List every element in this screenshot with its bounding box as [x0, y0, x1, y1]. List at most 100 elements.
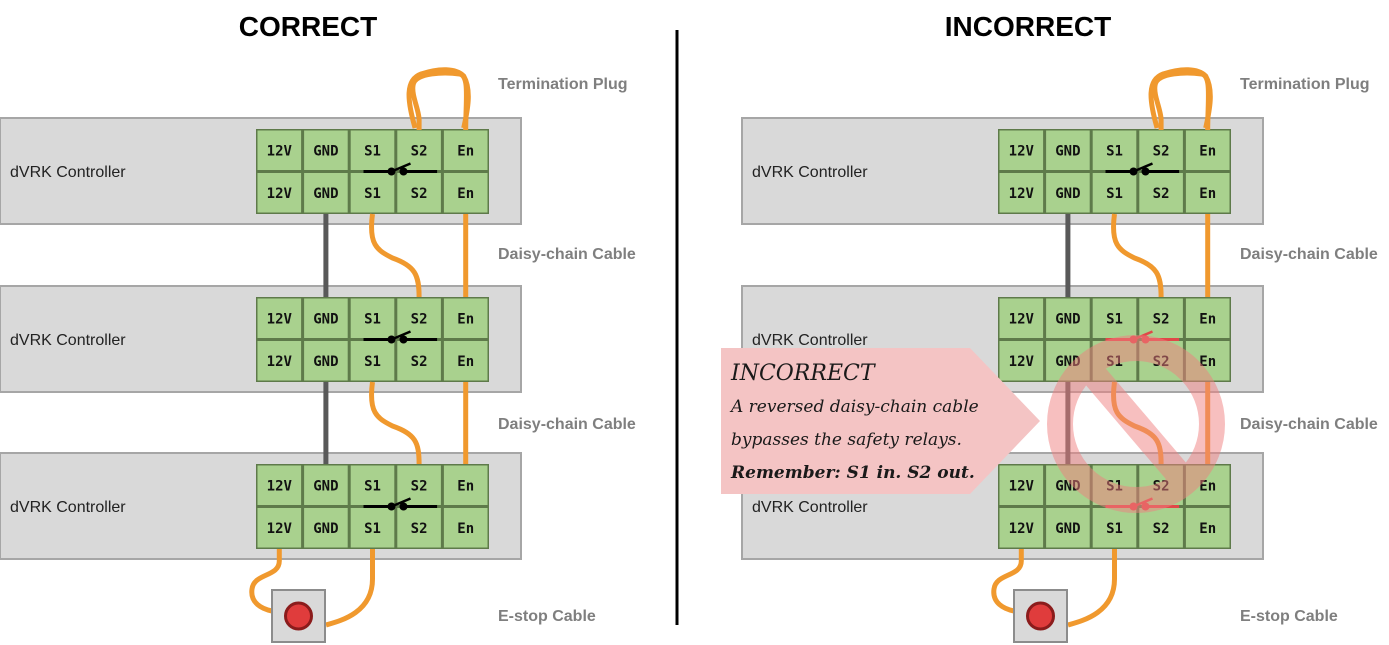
daisy-chain-cable: [323, 213, 469, 298]
pin-label: 12V: [267, 354, 293, 370]
pin-label: GND: [313, 521, 338, 537]
prohibited-icon: [1047, 335, 1225, 513]
connector-pin: [350, 341, 395, 381]
pin-label: 12V: [1009, 311, 1035, 327]
pin-label: 12V: [1009, 143, 1035, 159]
pin-label: S1: [1106, 143, 1123, 159]
connector-pin: [397, 130, 441, 170]
pin-label: En: [1199, 143, 1216, 159]
connector-pin: [257, 465, 302, 505]
estop-cable: [991, 549, 1117, 643]
pin-label: S2: [411, 186, 428, 202]
connector-pin: [257, 130, 302, 170]
pin-label: S2: [411, 478, 428, 494]
controller-label: dVRK Controller: [10, 332, 126, 349]
connector-pin: [350, 130, 395, 170]
pin-label: GND: [1055, 311, 1080, 327]
pin-label: 12V: [267, 186, 293, 202]
pin-label: S2: [411, 521, 428, 537]
estop-button-icon[interactable]: [1013, 589, 1068, 643]
pin-label: En: [1199, 478, 1216, 494]
callout-line-1: A reversed daisy-chain cable: [729, 397, 979, 417]
connector-pin: [443, 508, 488, 548]
pin-label: S1: [364, 478, 381, 494]
relay-switch-icon: [363, 162, 438, 176]
pin-label: S2: [1153, 521, 1170, 537]
pin-label: 12V: [267, 311, 293, 327]
title-correct: CORRECT: [239, 11, 377, 42]
daisy-chain-cable: [323, 381, 469, 465]
connector-pin: [1092, 173, 1137, 213]
connector-pin: [304, 341, 348, 381]
connector-pin: [1185, 298, 1230, 338]
relay-switch-icon: [363, 330, 438, 344]
pin-label: S2: [1153, 311, 1170, 327]
connector-pin: [999, 508, 1044, 548]
connector-pin: [999, 465, 1044, 505]
connector-pin: [1046, 298, 1090, 338]
incorrect-callout: INCORRECT A reversed daisy-chain cable b…: [721, 348, 1040, 494]
connector-pin: [257, 298, 302, 338]
connector-pin: [999, 130, 1044, 170]
pin-label: GND: [313, 354, 338, 370]
pin-label: 12V: [267, 478, 293, 494]
pin-label: En: [457, 478, 474, 494]
title-incorrect: INCORRECT: [945, 11, 1111, 42]
connector-pin: [304, 508, 348, 548]
connector-pin: [1092, 130, 1137, 170]
pin-label: En: [1199, 354, 1216, 370]
relay-switch-icon: [1105, 162, 1180, 176]
connector-pin: [350, 173, 395, 213]
connector-pin: [304, 298, 348, 338]
pin-label: 12V: [267, 521, 293, 537]
connector-pin: [304, 173, 348, 213]
connector-pin: [999, 341, 1044, 381]
pin-label: S1: [1106, 521, 1123, 537]
connector-pin: [1092, 298, 1137, 338]
connector-pin: [1139, 130, 1183, 170]
connector-pin: [257, 341, 302, 381]
pin-label: S2: [1153, 143, 1170, 159]
pin-label: En: [1199, 311, 1216, 327]
controller-label: dVRK Controller: [752, 332, 868, 349]
callout-heading: INCORRECT: [730, 361, 877, 386]
daisy-chain-cable: [1065, 213, 1211, 298]
pin-label: 12V: [1009, 186, 1035, 202]
connector-pin: [1139, 508, 1183, 548]
pin-label: S1: [1106, 311, 1123, 327]
pin-label: En: [457, 354, 474, 370]
pin-label: S1: [364, 354, 381, 370]
pin-label: GND: [1055, 186, 1080, 202]
label-daisy-chain-1: Daisy-chain Cable: [498, 246, 636, 263]
pin-label: S1: [364, 186, 381, 202]
label-termination-plug: Termination Plug: [498, 76, 627, 93]
connector-pin: [443, 298, 488, 338]
pin-label: 12V: [1009, 478, 1035, 494]
connector-pin: [1185, 173, 1230, 213]
callout-line-2: bypasses the safety relays.: [731, 430, 962, 450]
estop-button-icon[interactable]: [271, 589, 326, 643]
connector-pin: [1139, 298, 1183, 338]
relay-switch-icon: [363, 497, 438, 511]
pin-label: En: [1199, 186, 1216, 202]
pin-label: 12V: [1009, 521, 1035, 537]
connector-pin: [999, 298, 1044, 338]
pin-label: En: [457, 143, 474, 159]
pin-label: En: [1199, 521, 1216, 537]
controller-label: dVRK Controller: [10, 499, 126, 516]
connector-pin: [397, 173, 441, 213]
label-daisy-chain-2: Daisy-chain Cable: [498, 416, 636, 433]
termination-plug-loop: [1148, 67, 1213, 129]
label-estop-cable: E-stop Cable: [1240, 608, 1338, 625]
pin-label: S1: [364, 143, 381, 159]
callout-line-3: Remember: S1 in. S2 out.: [730, 463, 975, 483]
pin-label: 12V: [1009, 354, 1035, 370]
label-estop-cable: E-stop Cable: [498, 608, 596, 625]
pin-label: GND: [313, 143, 338, 159]
connector-pin: [443, 173, 488, 213]
estop-cable: [249, 549, 375, 643]
